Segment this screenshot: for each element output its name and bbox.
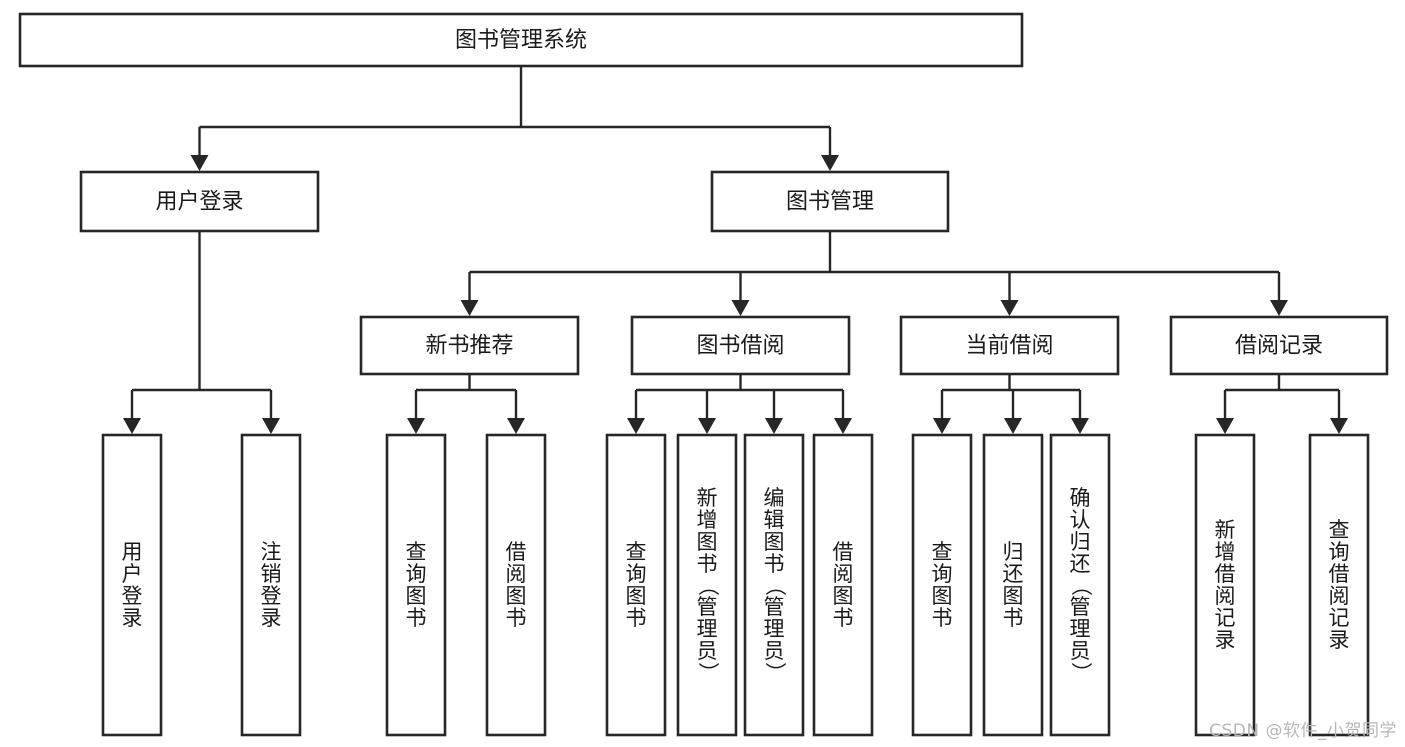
node-leaf-query-record[interactable] <box>1308 433 1370 737</box>
node-leaf-borrow-book-1[interactable] <box>485 433 547 737</box>
node-box[interactable] <box>79 170 320 233</box>
node-label: 图书管理系统 <box>455 28 587 53</box>
node-box[interactable] <box>359 315 580 376</box>
node-box[interactable] <box>812 433 874 737</box>
node-box[interactable] <box>911 433 973 737</box>
node-box[interactable] <box>676 433 738 737</box>
node-leaf-edit-book[interactable] <box>743 433 805 737</box>
node-current-borrow[interactable] <box>899 315 1120 376</box>
connector-group <box>460 231 1288 316</box>
node-box[interactable] <box>982 433 1044 737</box>
node-leaf-user-login[interactable] <box>101 433 163 737</box>
node-box[interactable] <box>899 315 1120 376</box>
node-label: 新书推荐 <box>425 334 513 359</box>
node-book-borrow[interactable] <box>630 315 851 376</box>
node-box[interactable] <box>101 433 163 737</box>
node-label: 图书管理 <box>786 190 874 215</box>
node-box[interactable] <box>743 433 805 737</box>
node-leaf-query-book-1[interactable] <box>385 433 447 737</box>
node-leaf-return-book[interactable] <box>982 433 1044 737</box>
connector-group <box>627 374 852 434</box>
node-borrow-record[interactable] <box>1169 315 1389 376</box>
node-leaf-borrow-book-2[interactable] <box>812 433 874 737</box>
connector-group <box>190 66 839 171</box>
node-root[interactable] <box>18 12 1024 68</box>
node-label: 借阅记录 <box>1235 334 1323 359</box>
watermark: CSDN @软件_小贺同学 <box>1209 721 1397 741</box>
node-book-manage[interactable] <box>710 170 950 233</box>
node-box[interactable] <box>1049 433 1111 737</box>
node-leaf-logout-login[interactable] <box>240 433 302 737</box>
node-box[interactable] <box>710 170 950 233</box>
node-leaf-query-book-2[interactable] <box>605 433 667 737</box>
connector-group <box>407 374 525 434</box>
connector-group <box>933 374 1089 434</box>
node-leaf-confirm-return[interactable] <box>1049 433 1111 737</box>
node-leaf-query-book-3[interactable] <box>911 433 973 737</box>
node-box[interactable] <box>630 315 851 376</box>
node-new-book-rec[interactable] <box>359 315 580 376</box>
node-leaf-add-book[interactable] <box>676 433 738 737</box>
node-box[interactable] <box>385 433 447 737</box>
connector-group <box>123 231 280 434</box>
node-user-login[interactable] <box>79 170 320 233</box>
node-box[interactable] <box>1308 433 1370 737</box>
node-box[interactable] <box>1194 433 1256 737</box>
node-leaf-add-record[interactable] <box>1194 433 1256 737</box>
node-label: 当前借阅 <box>965 334 1053 359</box>
node-box[interactable] <box>240 433 302 737</box>
node-label: 图书借阅 <box>696 334 784 359</box>
node-box[interactable] <box>485 433 547 737</box>
node-box[interactable] <box>18 12 1024 68</box>
node-label: 用户登录 <box>155 190 243 215</box>
node-box[interactable] <box>605 433 667 737</box>
connector-group <box>1216 374 1348 434</box>
node-box[interactable] <box>1169 315 1389 376</box>
